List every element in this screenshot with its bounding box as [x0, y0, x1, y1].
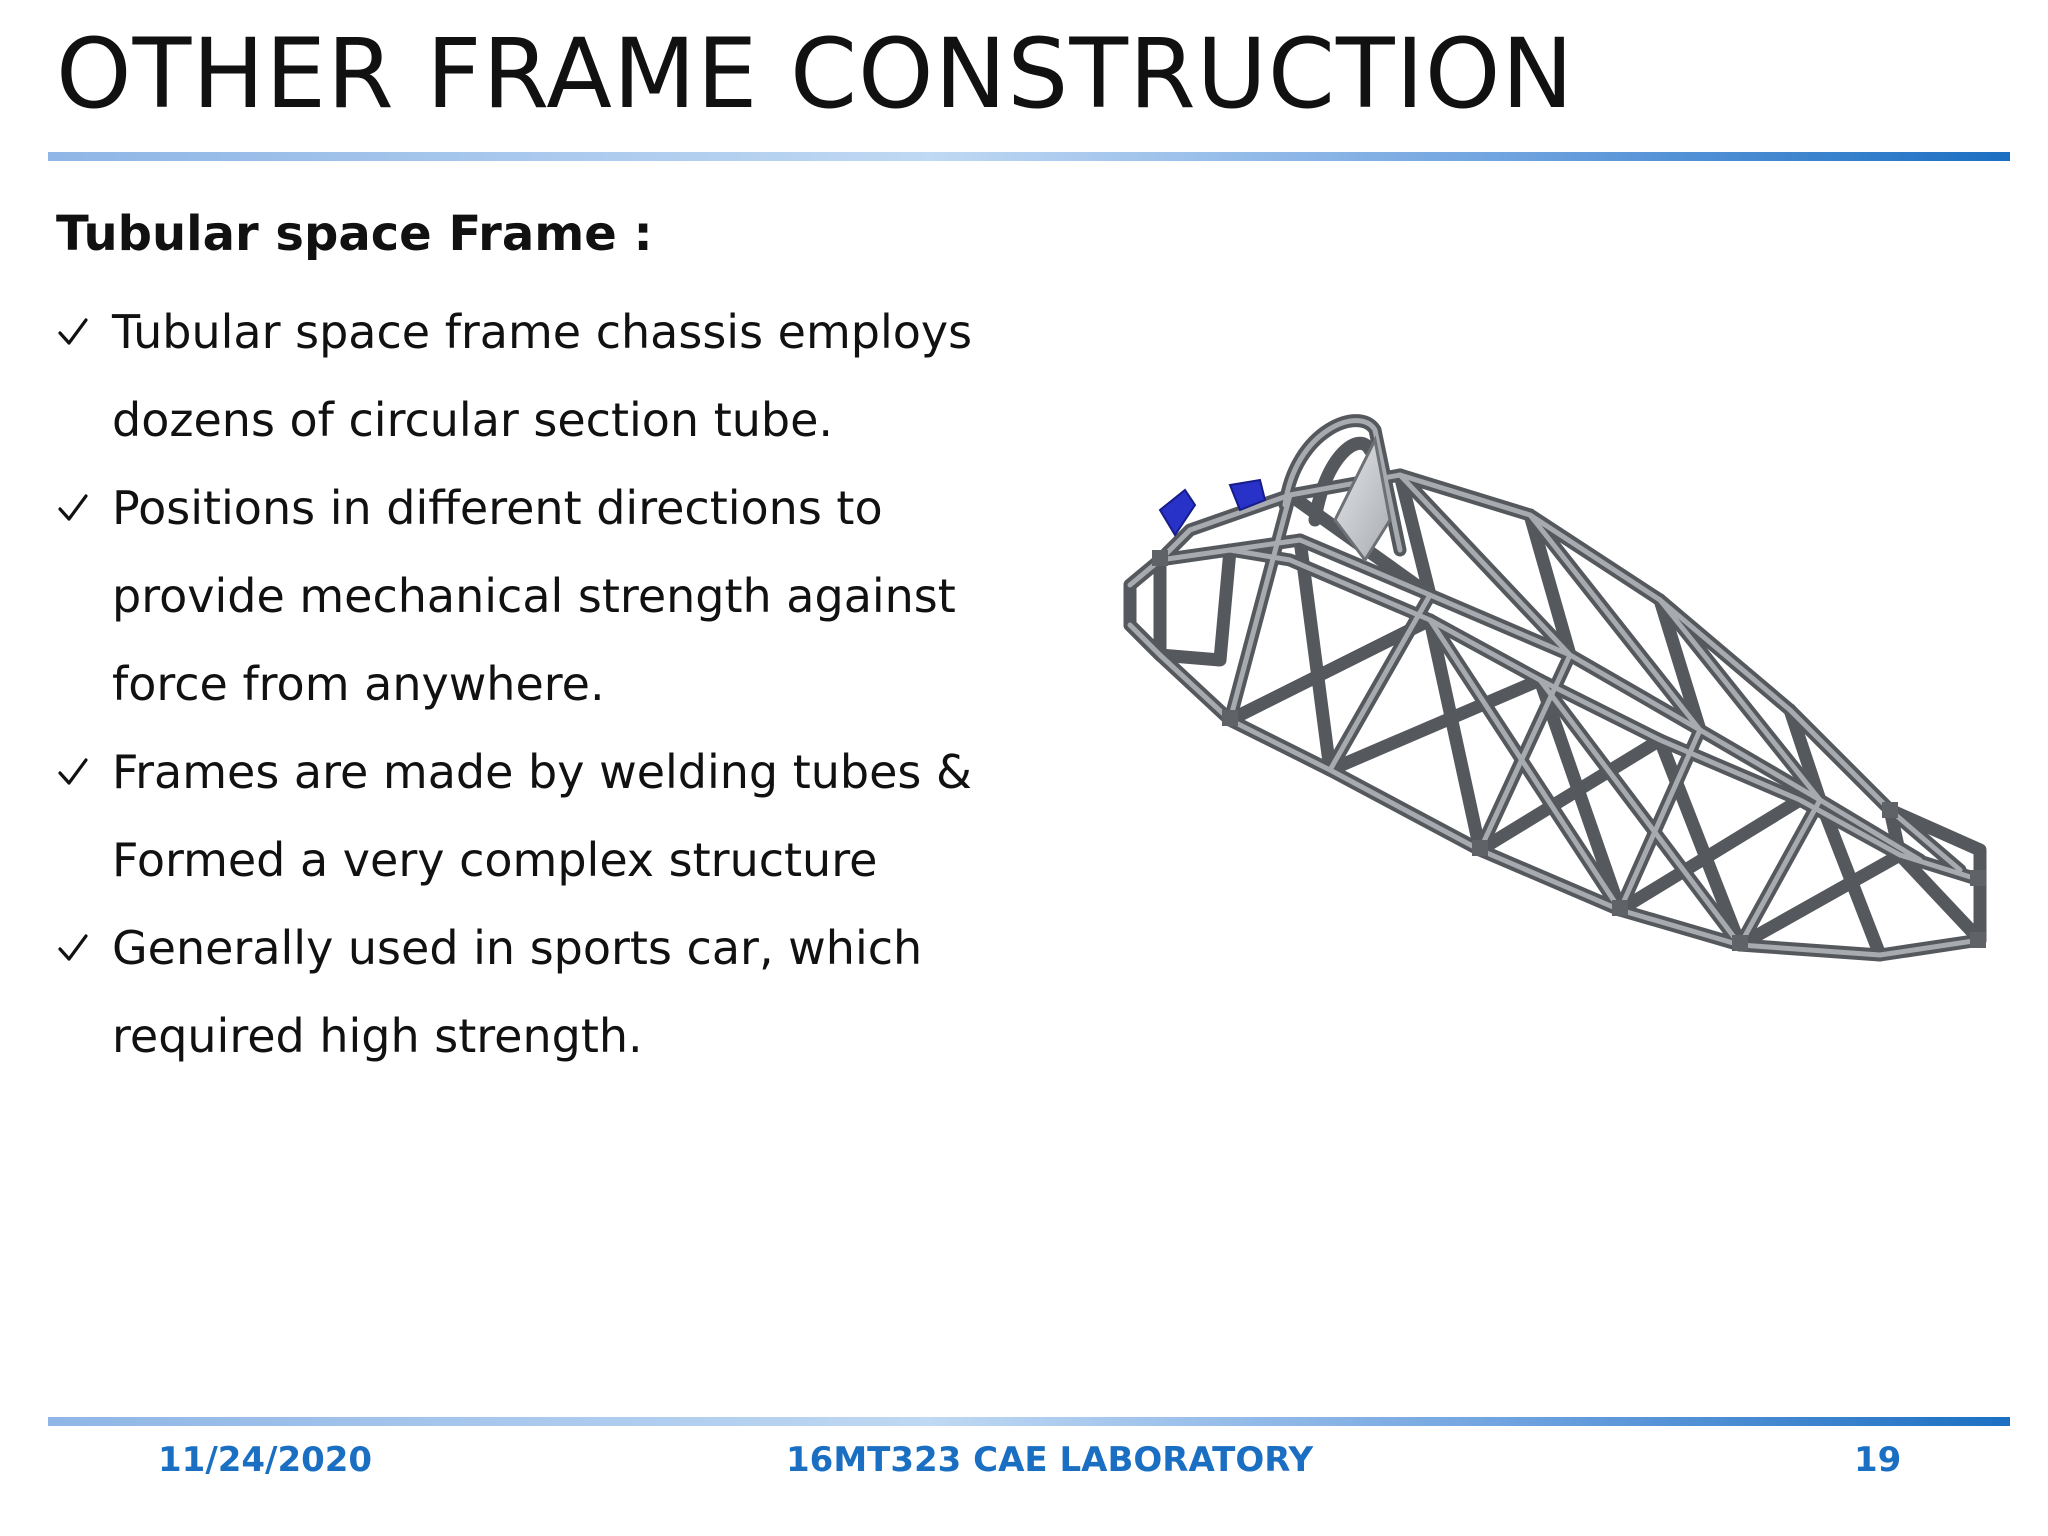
section-subheading: Tubular space Frame :	[56, 206, 653, 262]
bullet-item: Generally used in sports car, which requ…	[56, 904, 1056, 1080]
footer-page-number: 19	[1854, 1440, 1902, 1480]
bullet-line: Generally used in sports car, which	[112, 921, 923, 975]
footer-divider	[48, 1417, 2010, 1426]
bullet-line: Tubular space frame chassis employs	[112, 305, 973, 359]
bullet-item: Positions in different directions to pro…	[56, 464, 1056, 728]
footer-date: 11/24/2020	[158, 1440, 373, 1480]
bullet-text: Generally used in sports car, which requ…	[112, 904, 922, 1080]
checkmark-icon	[56, 904, 112, 992]
bullet-line: Formed a very complex structure	[112, 833, 878, 887]
bullet-line: provide mechanical strength against	[112, 569, 956, 623]
bullet-line: required high strength.	[112, 1009, 643, 1063]
slide-title: OTHER FRAME CONSTRUCTION	[56, 18, 1575, 130]
footer-course: 16MT323 CAE LABORATORY	[786, 1440, 1314, 1480]
slide-content: Tubular space Frame : Tubular space fram…	[56, 200, 1056, 1080]
bullet-item: Frames are made by welding tubes & Forme…	[56, 728, 1056, 904]
bullet-item: Tubular space frame chassis employs doze…	[56, 288, 1056, 464]
checkmark-icon	[56, 464, 112, 552]
bullet-line: Frames are made by welding tubes &	[112, 745, 972, 799]
bullet-text: Tubular space frame chassis employs doze…	[112, 288, 972, 464]
checkmark-icon	[56, 728, 112, 816]
bullet-text: Positions in different directions to pro…	[112, 464, 956, 728]
bullet-line: force from anywhere.	[112, 657, 605, 711]
bullet-text: Frames are made by welding tubes & Forme…	[112, 728, 972, 904]
bullet-line: dozens of circular section tube.	[112, 393, 834, 447]
bullet-line: Positions in different directions to	[112, 481, 883, 535]
checkmark-icon	[56, 288, 112, 376]
title-divider	[48, 152, 2010, 161]
tubular-space-frame-chassis-illustration	[1123, 414, 1987, 962]
